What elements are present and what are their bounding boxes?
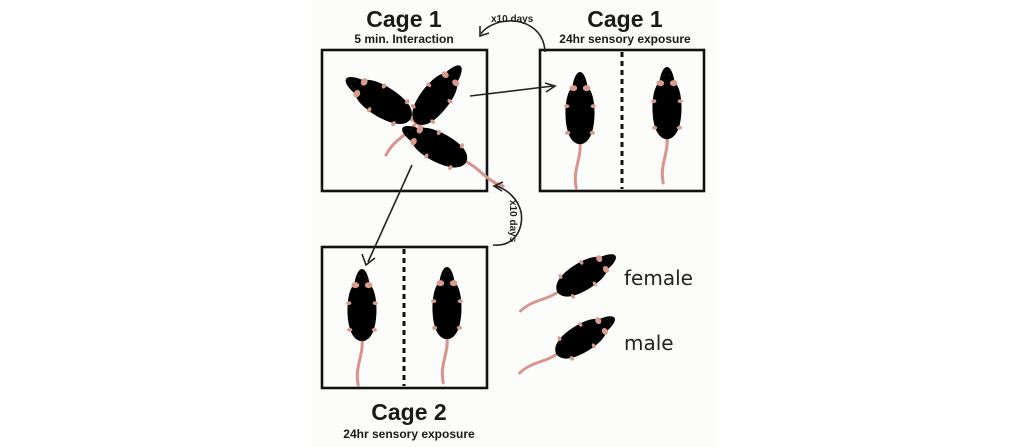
cage1-exposure-box xyxy=(538,48,706,193)
repeat-right-label: x10 days xyxy=(507,200,518,243)
cage2-exposure-box xyxy=(320,245,489,390)
legend-female-label: female xyxy=(624,266,693,290)
cage2-exposure-subtitle: 24hr sensory exposure xyxy=(343,427,475,441)
legend: female male xyxy=(511,241,693,391)
cage2-exposure-group: Cage 2 24hr sensory exposure xyxy=(320,245,489,441)
cage1-exposure-group: Cage 1 24hr sensory exposure xyxy=(538,6,706,193)
figure-background xyxy=(312,0,717,447)
legend-male-label: male xyxy=(624,331,674,355)
arrows xyxy=(361,20,557,267)
arrow-to-cage1-exposure xyxy=(469,85,554,97)
cage2-exposure-title: Cage 2 xyxy=(371,399,446,425)
female-rat-icon xyxy=(562,70,598,190)
repeat-arrow-top xyxy=(480,20,546,53)
cage1-exposure-subtitle: 24hr sensory exposure xyxy=(559,32,691,46)
male-rat-icon xyxy=(344,267,380,387)
cage1-interaction-group: Cage 1 5 min. Interaction xyxy=(320,6,514,199)
arrow-to-cage2 xyxy=(367,164,413,263)
white-rat-icon xyxy=(429,265,465,385)
cage1-interaction-subtitle: 5 min. Interaction xyxy=(354,32,453,46)
cage1-exposure-title: Cage 1 xyxy=(587,6,663,32)
legend-female-rat-icon xyxy=(512,241,625,329)
cage1-interaction-box xyxy=(320,48,489,193)
repeat-top-label: x10 days xyxy=(491,14,534,25)
legend-male-rat-icon xyxy=(511,303,624,391)
white-rat-icon xyxy=(649,65,685,185)
repeat-arrow-right xyxy=(492,185,523,246)
cage1-interaction-title: Cage 1 xyxy=(366,6,442,32)
